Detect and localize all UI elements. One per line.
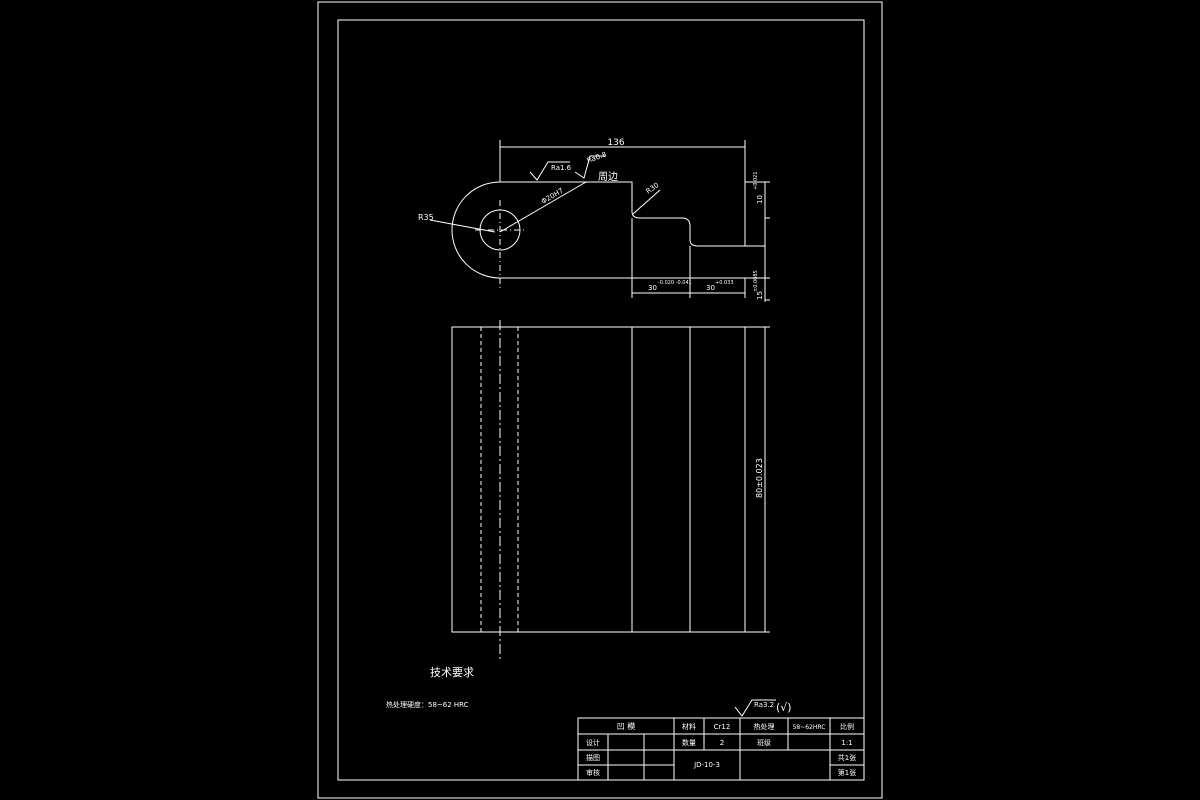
small-radius-leader (632, 189, 661, 215)
tb-grade-label: 班级 (757, 738, 771, 747)
roughness-symbol-2 (574, 155, 605, 179)
tb-qty: 2 (720, 739, 724, 747)
dim-radius: R35 (418, 213, 434, 222)
tb-review-label: 审核 (586, 768, 600, 777)
dim-overall-length: 136 (607, 138, 624, 148)
inner-frame (337, 19, 865, 781)
top-view (429, 140, 770, 302)
tb-design-label: 设计 (586, 738, 600, 747)
dim-height-lower-tol: ±0.0085 (753, 270, 759, 292)
dim-height-upper: 10 (756, 195, 764, 204)
hole-leader (499, 181, 587, 233)
front-outline (451, 326, 746, 633)
tb-part-name: 凹 模 (617, 721, 636, 731)
roughness-label-2: Ra0.8 (586, 150, 608, 164)
tb-material: Cr12 (714, 723, 731, 731)
dim-step-width-1-tol: -0.020 -0.041 (658, 280, 692, 286)
roughness-suffix: (√) (776, 701, 792, 714)
title-block-texts: 凹 模 材料 Cr12 热处理 58~62HRC 比例 设计 数量 2 班级 1… (586, 721, 856, 777)
tech-title: 技术要求 (430, 666, 474, 679)
tb-qty-label: 数量 (682, 738, 696, 747)
dim-small-radius: R30 (645, 181, 661, 195)
dim-step-width-1: 30 (648, 284, 657, 292)
roughness-label-overall: Ra3.2 (754, 701, 774, 709)
roughness-symbol-1 (529, 161, 570, 181)
radius-leader (429, 219, 496, 233)
outer-frame (317, 1, 883, 799)
title-block-grid (577, 717, 865, 781)
tech-note: 热处理硬度：58~62 HRC (386, 700, 469, 709)
tb-drawing-no: JD-10-3 (693, 761, 720, 769)
dim-step-width-2-tol: +0.033 (715, 280, 734, 286)
front-view (451, 320, 770, 660)
tb-sheet-total: 共1张 (838, 753, 856, 762)
title-block-frame (577, 717, 865, 781)
part-outline (500, 181, 765, 279)
dim-side-length: 80±0.023 (755, 458, 764, 498)
tb-scale: 1:1 (841, 739, 852, 747)
dim-height-lower: 15 (756, 291, 764, 300)
dim-step-width-2: 30 (706, 284, 715, 292)
roughness-label-1: Ra1.6 (551, 164, 572, 172)
tb-material-label: 材料 (682, 722, 696, 731)
rounded-end-arc (451, 181, 501, 279)
dim-height-upper-tol: +0.021 (753, 171, 759, 190)
tb-sheet-no: 第1张 (838, 768, 856, 777)
tb-heat-value: 58~62HRC (793, 724, 826, 731)
note-surround: 周边 (598, 171, 618, 183)
tb-scale-label: 比例 (840, 722, 854, 731)
tb-heat-label: 热处理 (754, 722, 775, 731)
tb-draw-label: 描图 (586, 753, 600, 762)
roughness-symbol-overall (734, 699, 776, 717)
